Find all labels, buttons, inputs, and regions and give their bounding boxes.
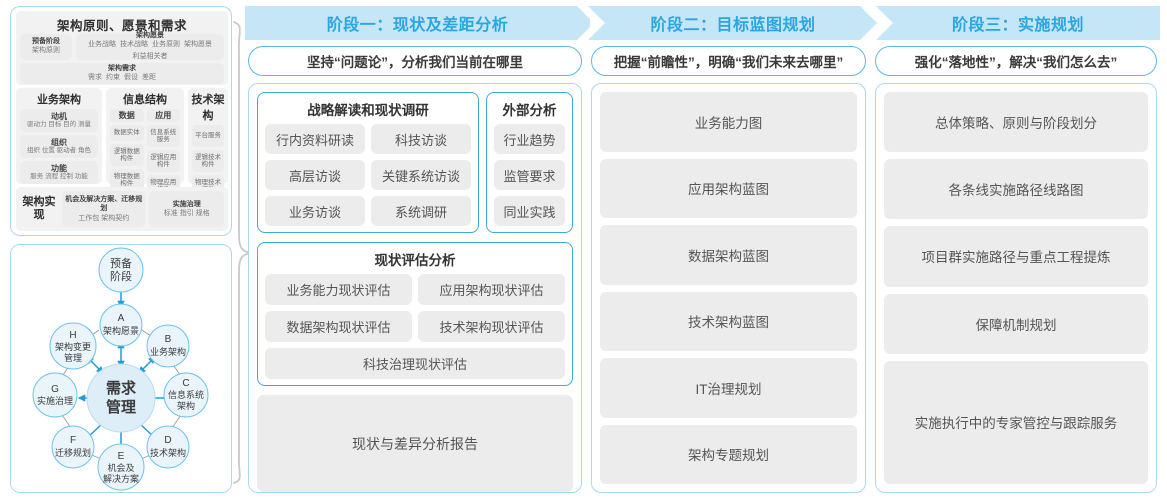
chip-item[interactable]: 应用架构现状评估 [418,274,565,305]
strategy-research-card: 战略解读和现状调研 行内资料研读 科技访谈 高层访谈 关键系统访谈 业务访谈 系… [257,92,479,233]
svg-text:机会及: 机会及 [107,462,134,473]
chip-item[interactable]: 系统调研 [371,196,471,226]
chip-item[interactable]: 架构专题规划 [600,424,857,484]
chip-item[interactable]: 数据架构蓝图 [600,225,857,285]
svg-text:业务架构: 业务架构 [150,346,186,357]
vision-items: 业务战略 技术战略 业务原则 架构愿景 利益相关者 [88,40,212,61]
requirements-items: 需求 约束 假设 差距 [88,73,156,81]
realization-label: 架构实现 [22,196,56,221]
business-cell-organization: 组织 组织 位置 驱动者 角色 [20,135,98,158]
phase-header-row: 阶段一：现状及差距分析 阶段二：目标蓝图规划 阶段三：实施规划 [245,6,1160,40]
adm-cycle-diagram: 需求 管理 预备 阶段 A 架构愿景 B 业务架构 C 信息系统 架构 [10,244,232,493]
chip-item[interactable]: 高层访谈 [265,160,365,190]
phases-section: 阶段一：现状及差距分析 阶段二：目标蓝图规划 阶段三：实施规划 坚持“问题论”，… [245,6,1160,493]
svg-text:架构愿景: 架构愿景 [103,325,139,336]
implementation-governance-cell: 实施治理 标准 指引 规格 [149,191,224,227]
adm-center-line1: 需求 [106,379,137,397]
chip-item[interactable]: 各条线实施路径线路图 [884,159,1148,220]
svg-text:F: F [70,435,76,446]
adm-cycle-svg: 需求 管理 预备 阶段 A 架构愿景 B 业务架构 C 信息系统 架构 [32,247,209,491]
chip-item[interactable]: 数据架构现状评估 [265,311,412,342]
architecture-realization-group: 架构实现 机会及解决方案、迁移规划 工作包 架构契约 实施治理 标准 指引 规格 [16,187,228,231]
chip-item[interactable]: 实施执行中的专家管控与跟踪服务 [884,360,1148,485]
architecture-vision-cell: 架构愿景 业务战略 技术战略 业务原则 架构愿景 利益相关者 [76,32,224,61]
chip-item-full[interactable]: 科技治理现状评估 [265,348,565,379]
architecture-domains-row: 业务架构 动机 驱动力 目标 目的 测量 组织 组织 位置 驱动者 角色 功能 [16,88,228,197]
svg-text:E: E [118,451,125,462]
togaf-content-framework: 架构原则、愿景和需求 预备阶段 架构原则 架构愿景 业务战略 技术战略 业务原则… [10,6,232,236]
business-cell-motivation: 动机 驱动力 目标 目的 测量 [20,109,98,132]
gap-analysis-report[interactable]: 现状与差异分析报告 [257,395,573,492]
chip-item[interactable]: 业务访谈 [265,196,365,226]
external-analysis-card: 外部分析 行业趋势 监管要求 同业实践 [486,92,573,233]
svg-text:G: G [51,384,59,395]
chip-item[interactable]: IT治理规划 [600,358,857,418]
chip-item[interactable]: 技术架构现状评估 [418,311,565,342]
svg-text:技术架构: 技术架构 [150,447,186,458]
architecture-requirements-cell: 架构需求 需求 约束 假设 差距 [20,63,224,84]
phase-banner-3[interactable]: 阶段三：实施规划 [876,6,1160,40]
business-architecture-column: 业务架构 动机 驱动力 目标 目的 测量 组织 组织 位置 驱动者 角色 功能 [16,88,102,184]
svg-text:迁移规划: 迁移规划 [55,447,91,458]
architecture-principles-group: 架构原则、愿景和需求 预备阶段 架构原则 架构愿景 业务战略 技术战略 业务原则… [16,11,228,85]
chip-item[interactable]: 应用架构蓝图 [600,158,857,218]
chip-item[interactable]: 总体策略、原则与阶段划分 [884,92,1148,153]
svg-text:D: D [164,435,171,446]
phase-1-column: 战略解读和现状调研 行内资料研读 科技访谈 高层访谈 关键系统访谈 业务访谈 系… [248,83,582,493]
phase-subtitle-3: 强化“落地性”，解决“我们怎么去” [875,46,1157,76]
svg-text:实施治理: 实施治理 [37,395,73,406]
adm-center-line2: 管理 [106,398,136,416]
application-subcolumn: 应用 信息系统服务 逻辑应用构件 物理应用构件 [146,109,180,197]
chip-item[interactable]: 关键系统访谈 [371,160,471,190]
information-structure-column: 信息结构 数据 数据实体 逻辑数据构件 物理数据构件 应用 信息系统服务 逻辑应… [106,88,184,197]
data-subcolumn: 数据 数据实体 逻辑数据构件 物理数据构件 [110,109,144,197]
svg-text:管理: 管理 [64,352,82,363]
business-cell-function: 功能 服务 流程 控制 功能 [20,161,98,184]
chip-item[interactable]: 业务能力现状评估 [265,274,412,305]
phase-subtitle-row: 坚持“问题论”，分析我们当前在哪里 把握“前瞻性”，明确“我们未来去哪里” 强化… [245,46,1160,76]
svg-text:C: C [182,378,189,389]
phase-subtitle-1: 坚持“问题论”，分析我们当前在哪里 [248,46,582,76]
togaf-header: 架构原则、愿景和需求 [56,19,187,33]
svg-text:预备: 预备 [110,256,132,270]
phase-subtitle-2: 把握“前瞻性”，明确“我们未来去哪里” [591,46,866,76]
phase-banner-1[interactable]: 阶段一：现状及差距分析 [245,6,590,40]
chip-item[interactable]: 监管要求 [494,160,565,190]
svg-text:信息系统: 信息系统 [168,389,204,400]
left-section: 架构原则、愿景和需求 预备阶段 架构原则 架构愿景 业务战略 技术战略 业务原则… [10,6,253,493]
chip-item[interactable]: 项目群实施路径与重点工程提炼 [884,226,1148,287]
chip-item[interactable]: 同业实践 [494,196,565,226]
svg-text:阶段: 阶段 [110,269,132,283]
chip-item[interactable]: 行内资料研读 [265,124,365,154]
chip-item[interactable]: 科技访谈 [371,124,471,154]
chip-item[interactable]: 保障机制规划 [884,293,1148,354]
svg-text:A: A [118,313,125,324]
opportunities-migration-cell: 机会及解决方案、迁移规划 工作包 架构契约 [62,191,146,227]
svg-text:架构: 架构 [177,400,195,411]
phase-3-column: 总体策略、原则与阶段划分 各条线实施路径线路图 项目群实施路径与重点工程提炼 保… [875,83,1157,493]
prelim-phase-cell: 预备阶段 架构原则 [20,34,72,60]
phase-banner-2[interactable]: 阶段二：目标蓝图规划 [588,6,877,40]
svg-text:解决方案: 解决方案 [103,473,139,484]
chip-item[interactable]: 业务能力图 [600,92,857,152]
svg-text:B: B [165,334,172,345]
technology-architecture-column: 技术架构 平台服务 逻辑技术构件 物理技术构件 [188,88,228,197]
phase-2-column: 业务能力图 应用架构蓝图 数据架构蓝图 技术架构蓝图 IT治理规划 架构专题规划 [591,83,866,493]
chip-item[interactable]: 行业趋势 [494,124,565,154]
svg-text:H: H [69,330,76,341]
current-state-assessment-card: 现状评估分析 业务能力现状评估 应用架构现状评估 数据架构现状评估 技术架构现状… [257,242,573,386]
chip-item[interactable]: 技术架构蓝图 [600,291,857,351]
svg-text:架构变更: 架构变更 [55,341,91,352]
phase-columns: 战略解读和现状调研 行内资料研读 科技访谈 高层访谈 关键系统访谈 业务访谈 系… [245,83,1160,493]
